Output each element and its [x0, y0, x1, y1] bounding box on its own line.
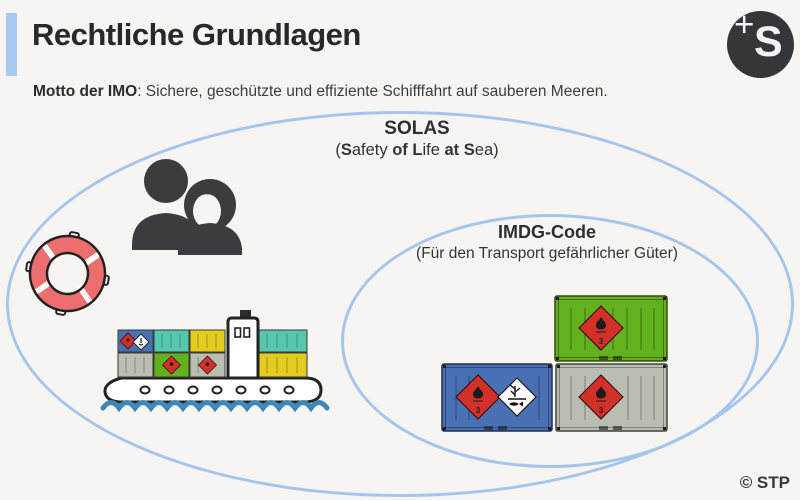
flammable-hazard-label-icon: 3: [578, 305, 624, 351]
motto-line: Motto der IMO: Sichere, geschützte und e…: [33, 83, 608, 101]
imdg-label: IMDG-Code (Für den Transport gefährliche…: [387, 222, 707, 263]
solas-title: SOLAS: [384, 118, 450, 139]
title-accent-bar: [6, 13, 17, 76]
imdg-ellipse: [341, 214, 759, 468]
imdg-title: IMDG-Code: [498, 222, 596, 242]
svg-text:3: 3: [599, 337, 604, 346]
motto-text: : Sichere, geschützte und effiziente Sch…: [137, 83, 608, 100]
crew-people-icon: [132, 159, 242, 255]
environment-hazard-label-icon: [497, 377, 537, 417]
stp-logo-icon: + S: [727, 5, 794, 78]
environment-hazard-label-icon: [132, 333, 150, 351]
hazard-containers-icon: 3 3: [441, 295, 668, 432]
lifebuoy-icon: [25, 231, 110, 316]
flammable-hazard-label-icon: [119, 332, 218, 375]
copyright: © STP: [739, 473, 790, 492]
container-ship-icon: [100, 310, 330, 413]
page-title: Rechtliche Grundlagen: [32, 17, 361, 52]
logo-letter: S: [754, 18, 783, 66]
solas-label: SOLAS (Safety of Life at Sea): [267, 118, 567, 160]
flammable-hazard-label-icon: 3: [578, 374, 624, 420]
solas-ellipse: [6, 111, 794, 497]
flammable-hazard-label-icon: 3: [455, 374, 501, 420]
svg-text:3: 3: [599, 406, 604, 415]
solas-subtitle: (Safety of Life at Sea): [335, 141, 499, 159]
motto-label: Motto der IMO: [33, 83, 138, 100]
logo-plus: +: [734, 5, 755, 44]
water-waves: [100, 400, 330, 413]
imdg-subtitle: (Für den Transport gefährlicher Güter): [416, 245, 678, 262]
svg-text:3: 3: [476, 406, 481, 415]
